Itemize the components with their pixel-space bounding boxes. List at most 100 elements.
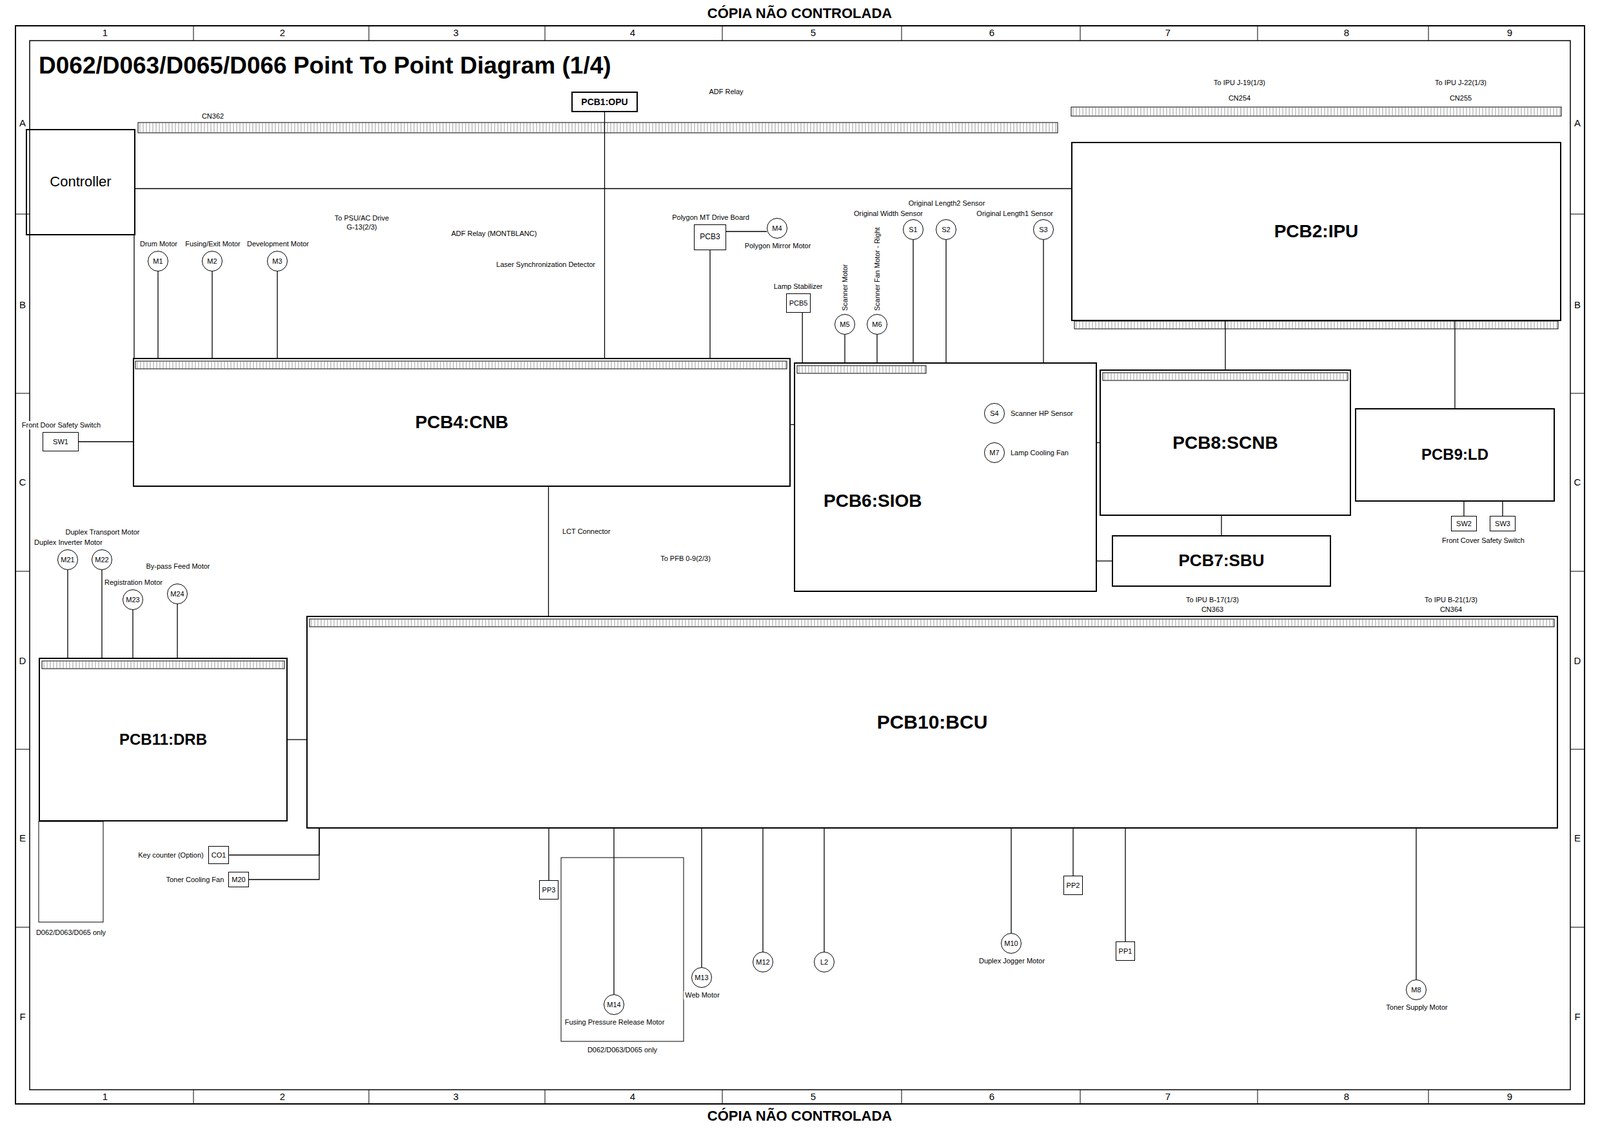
grid-reference: 6 (987, 1091, 996, 1103)
wire-harness (1042, 239, 1044, 363)
part-name: Scanner Fan Motor - Right (873, 225, 882, 313)
wire-harness (132, 610, 133, 658)
wire-harness (135, 188, 1072, 189)
grid-reference: 2 (278, 1091, 287, 1103)
grid-reference: D (18, 655, 28, 667)
wire-harness (211, 271, 213, 358)
grid-reference: 5 (809, 1091, 818, 1103)
part-name: Key counter (Option) (136, 851, 206, 860)
part-name: Toner Cooling Fan (164, 875, 226, 885)
connector-strip (138, 122, 1058, 133)
component-box: PP3 (539, 880, 560, 900)
pin-lines (799, 365, 925, 374)
circuit-board: PCB11:DRB (38, 657, 288, 822)
outer-frame (15, 25, 1585, 1105)
connector-strip (135, 361, 787, 369)
connector-note: CN363 (1200, 605, 1225, 614)
grid-tick (722, 1089, 723, 1105)
symbol-id: S3 (1038, 225, 1048, 234)
grid-tick (15, 749, 30, 751)
watermark: CÓPIA NÃO CONTROLADA (706, 1107, 894, 1125)
grid-tick (722, 25, 723, 41)
part-name: Front Door Safety Switch (20, 421, 102, 430)
board-title: PCB4:CNB (412, 411, 512, 434)
connector-note: To IPU J-19(1/3) (1212, 78, 1267, 88)
grid-tick (1428, 25, 1430, 41)
grid-reference: 7 (1164, 1091, 1172, 1103)
part-name: Scanner HP Sensor (1009, 409, 1075, 418)
board-title: PCB1:OPU (578, 96, 631, 108)
variant-box (38, 821, 104, 923)
symbol-id: SW3 (1494, 519, 1511, 528)
wire-harness (604, 112, 605, 358)
part-name: Original Width Sensor (852, 209, 925, 218)
wire-harness (762, 828, 763, 952)
grid-reference: 1 (101, 1091, 109, 1103)
board-title: Controller (47, 173, 114, 191)
motor-sensor-symbol: M13Web Motor (691, 967, 712, 988)
symbol-id: PCB3 (699, 232, 720, 242)
grid-tick (544, 1089, 546, 1105)
part-name: Fusing/Exit Motor (183, 239, 242, 249)
symbol-id: M1 (152, 257, 163, 266)
motor-sensor-symbol: M4Polygon Mirror Motor (766, 217, 788, 239)
circuit-board: PCB4:CNB (132, 357, 791, 487)
grid-tick (193, 1089, 195, 1105)
component-box: PP1 (1115, 941, 1136, 961)
part-name: Fusing Pressure Release Motor (563, 1018, 667, 1027)
symbol-id: M4 (771, 224, 782, 233)
grid-reference: 4 (628, 1091, 637, 1103)
wire-harness (912, 239, 914, 363)
symbol-id: M10 (1004, 939, 1018, 948)
connector-note: CN364 (1438, 605, 1464, 614)
connector-note: To IPU B-21(1/3) (1423, 595, 1479, 605)
symbol-id: SW2 (1456, 519, 1472, 528)
circuit-board: PCB8:SCNB (1099, 369, 1352, 516)
grid-reference: B (1572, 299, 1582, 311)
grid-reference: 7 (1164, 27, 1172, 39)
wire-harness (101, 570, 102, 658)
grid-reference: 9 (1505, 27, 1514, 39)
grid-reference: 6 (987, 27, 996, 39)
connector-strip (797, 365, 927, 374)
connector-note: Laser Synchronization Detector (495, 260, 597, 269)
symbol-id: PP1 (1118, 947, 1133, 956)
grid-tick (1080, 25, 1081, 41)
wire-harness (228, 828, 320, 856)
connector-note: Front Cover Safety Switch (1440, 536, 1526, 545)
grid-reference: C (1572, 476, 1583, 489)
wire-harness (248, 828, 320, 880)
board-title: PCB2:IPU (1271, 220, 1362, 243)
circuit-board: PCB10:BCU (306, 615, 1559, 829)
grid-tick (544, 25, 546, 41)
grid-reference: A (18, 117, 28, 129)
grid-reference: 4 (628, 27, 637, 39)
pin-lines (43, 661, 283, 669)
inner-frame (29, 40, 1571, 1090)
grid-tick (1570, 749, 1585, 751)
motor-sensor-symbol: M7Lamp Cooling Fan (984, 442, 1005, 464)
board-title: PCB8:SCNB (1169, 432, 1281, 455)
connector-strip (1102, 372, 1348, 381)
grid-reference: 5 (809, 27, 818, 39)
motor-sensor-symbol: M5Scanner Motor (834, 314, 856, 335)
pin-lines (1073, 107, 1561, 117)
component-box: Key counter (Option)CO1 (208, 846, 230, 865)
symbol-id: M12 (755, 958, 770, 967)
motor-sensor-symbol: M10Duplex Jogger Motor (1000, 933, 1022, 954)
grid-tick (1570, 393, 1585, 395)
grid-tick (1257, 1089, 1259, 1105)
connector-note: ADF Relay (707, 87, 745, 97)
grid-tick (368, 1089, 370, 1105)
part-name: Registration Motor (103, 578, 164, 587)
grid-tick (1080, 1089, 1081, 1105)
board-title: PCB10:BCU (874, 710, 991, 734)
part-name: Web Motor (683, 991, 721, 1000)
symbol-id: SW1 (52, 437, 69, 446)
part-name: Duplex Jogger Motor (977, 957, 1047, 966)
wire-harness (1124, 828, 1126, 942)
wire-harness (1220, 515, 1222, 536)
motor-sensor-symbol: Original Length2 SensorS2 (935, 219, 957, 240)
symbol-id: M8 (1411, 986, 1421, 994)
wire-harness (823, 828, 825, 952)
